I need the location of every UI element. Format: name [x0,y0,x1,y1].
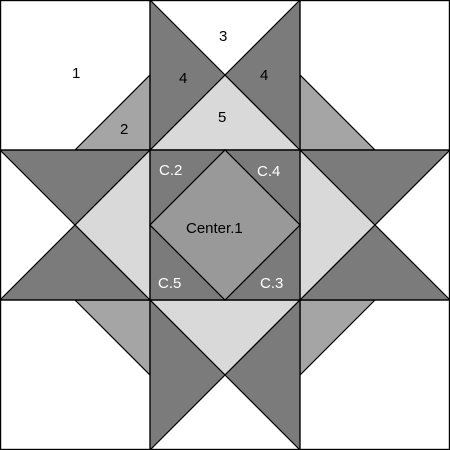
label-c5: C.5 [158,275,181,292]
label-c2: C.2 [159,162,182,179]
label-side-light: 5 [218,109,226,126]
label-corner-triangle: 2 [120,121,128,138]
label-corner-square: 1 [72,65,80,82]
label-star-point-right: 4 [260,67,268,84]
label-c3: C.3 [260,275,283,292]
corner-triangles [73,73,377,377]
label-c4: C.4 [257,163,280,180]
piece-labels: 1 2 3 4 4 5 Center.1 C.2 C.4 C.5 C.3 [72,28,283,292]
label-side-background: 3 [219,28,227,45]
label-star-point-left: 4 [179,70,187,87]
label-center: Center.1 [186,220,243,237]
